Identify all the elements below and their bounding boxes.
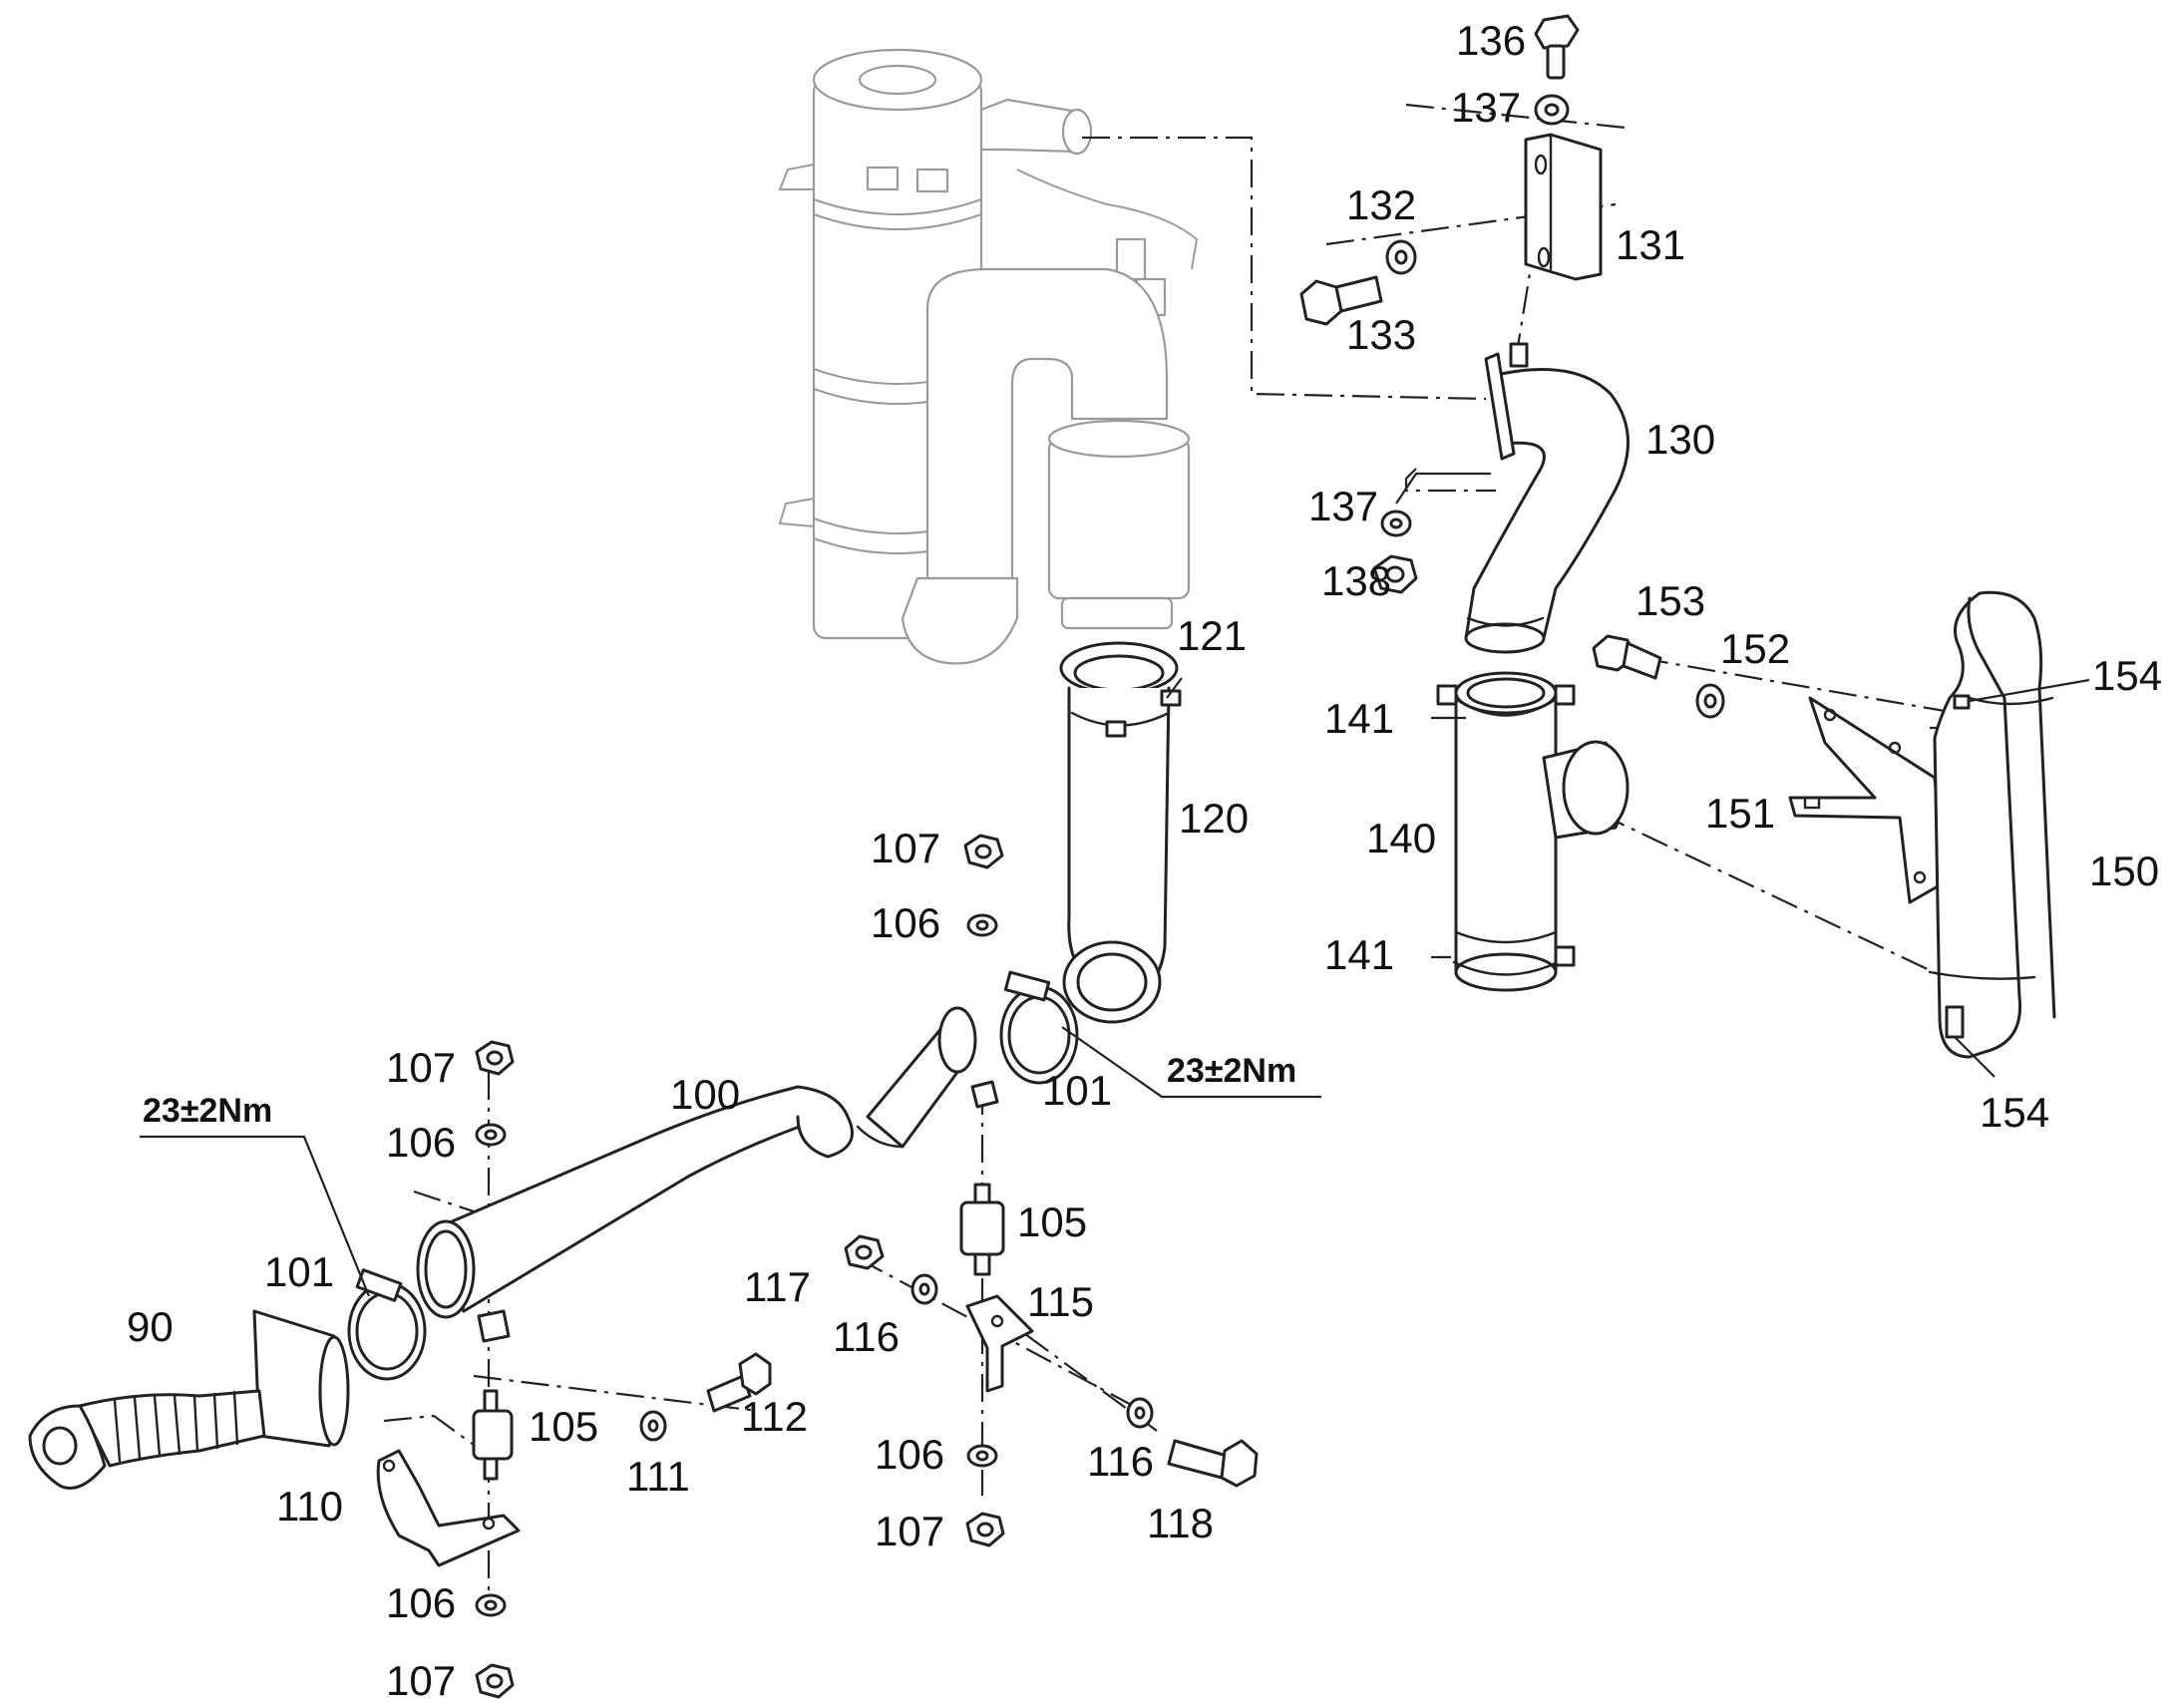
part-120-elbow-pipe (1059, 641, 1182, 1024)
label-120: 120 (1179, 795, 1249, 842)
label-101-left: 101 (264, 1248, 334, 1295)
label-138: 138 (1321, 557, 1391, 604)
label-105-right: 105 (1017, 1198, 1087, 1245)
part-101-clamp-left (347, 1268, 427, 1381)
label-107-a: 107 (871, 825, 940, 871)
label-153: 153 (1635, 577, 1705, 624)
torque-left: 23±2Nm (143, 1092, 272, 1130)
part-131-bracket (1524, 133, 1603, 281)
part-106-washer-left-bottom (475, 1593, 507, 1617)
label-100: 100 (670, 1071, 740, 1118)
label-130: 130 (1645, 416, 1715, 463)
label-131: 131 (1616, 221, 1685, 268)
label-116-right: 116 (1087, 1438, 1154, 1485)
part-117-nut (844, 1234, 885, 1270)
label-107-c: 107 (875, 1508, 944, 1554)
part-138-nut (1372, 554, 1418, 594)
label-140: 140 (1366, 815, 1436, 861)
part-116-washer-right (1126, 1397, 1154, 1429)
part-112-bolt (706, 1352, 772, 1413)
label-137-top: 137 (1451, 84, 1521, 131)
torque-right: 23±2Nm (1167, 1052, 1296, 1090)
label-141-bottom: 141 (1324, 931, 1394, 978)
part-107-nut-right-bottom (965, 1512, 1005, 1547)
label-115: 115 (1027, 1278, 1094, 1325)
label-106-c: 106 (875, 1431, 944, 1478)
leader-lines (140, 677, 2090, 1297)
part-151-bracket (1788, 696, 1947, 904)
label-116-left: 116 (833, 1313, 900, 1360)
part-140-t-pipe (1436, 671, 1630, 992)
label-107-b: 107 (386, 1044, 456, 1091)
part-115-bracket (965, 1294, 1034, 1393)
part-107-nut-left-top (475, 1040, 515, 1076)
part-107-nut-left-bottom (475, 1663, 515, 1699)
part-150-stack-pipe (1928, 590, 2056, 1059)
label-152: 152 (1720, 625, 1790, 672)
label-111: 111 (626, 1453, 690, 1500)
label-106-b: 106 (386, 1119, 456, 1166)
part-90-flex-pipe (28, 1309, 350, 1490)
label-121: 121 (1177, 612, 1247, 659)
part-133-bolt (1299, 275, 1383, 326)
part-100-main-pipe (416, 1006, 999, 1343)
label-137-lower: 137 (1308, 483, 1378, 529)
reference-lines (383, 103, 1986, 1615)
label-101-right: 101 (1042, 1067, 1112, 1114)
label-133: 133 (1346, 311, 1416, 358)
label-110: 110 (276, 1483, 343, 1530)
part-153-bolt (1592, 634, 1662, 680)
label-107-d: 107 (386, 1657, 456, 1704)
label-117: 117 (744, 1263, 811, 1310)
part-106-washer-left-top (475, 1123, 507, 1147)
part-116-washer-left (910, 1273, 938, 1305)
label-90: 90 (127, 1303, 174, 1350)
label-141-top: 141 (1324, 695, 1394, 742)
part-101-clamp-right (999, 970, 1079, 1085)
label-106-d: 106 (386, 1579, 456, 1626)
part-152-washer (1695, 683, 1725, 719)
label-136: 136 (1456, 17, 1526, 64)
label-151: 151 (1705, 790, 1775, 837)
aftertreatment-unit (778, 48, 1199, 665)
label-106-a: 106 (871, 899, 940, 946)
label-154-top: 154 (2092, 652, 2162, 699)
part-105-mount-right (959, 1183, 1005, 1276)
part-105-mount-left (472, 1389, 514, 1481)
label-154-bottom: 154 (1980, 1089, 2049, 1136)
part-132-washer (1385, 239, 1417, 275)
part-111-washer (639, 1410, 667, 1442)
part-106-washer-right-top (966, 913, 998, 937)
part-136-bolt (1534, 14, 1580, 80)
part-137-washer-top (1534, 94, 1570, 126)
part-130-s-pipe (1464, 342, 1630, 654)
part-137-washer-lower (1380, 510, 1412, 537)
part-110-bracket (376, 1449, 521, 1567)
label-118: 118 (1147, 1500, 1214, 1546)
label-105-left: 105 (529, 1403, 598, 1450)
part-number-labels: 136 137 132 131 133 130 137 138 153 152 … (127, 17, 2162, 1704)
part-107-nut-right-top (963, 834, 1004, 869)
part-118-bolt (1167, 1439, 1259, 1488)
part-106-washer-right-bottom (966, 1444, 998, 1468)
label-132: 132 (1346, 181, 1416, 228)
label-112: 112 (741, 1393, 808, 1440)
label-150: 150 (2089, 848, 2159, 894)
